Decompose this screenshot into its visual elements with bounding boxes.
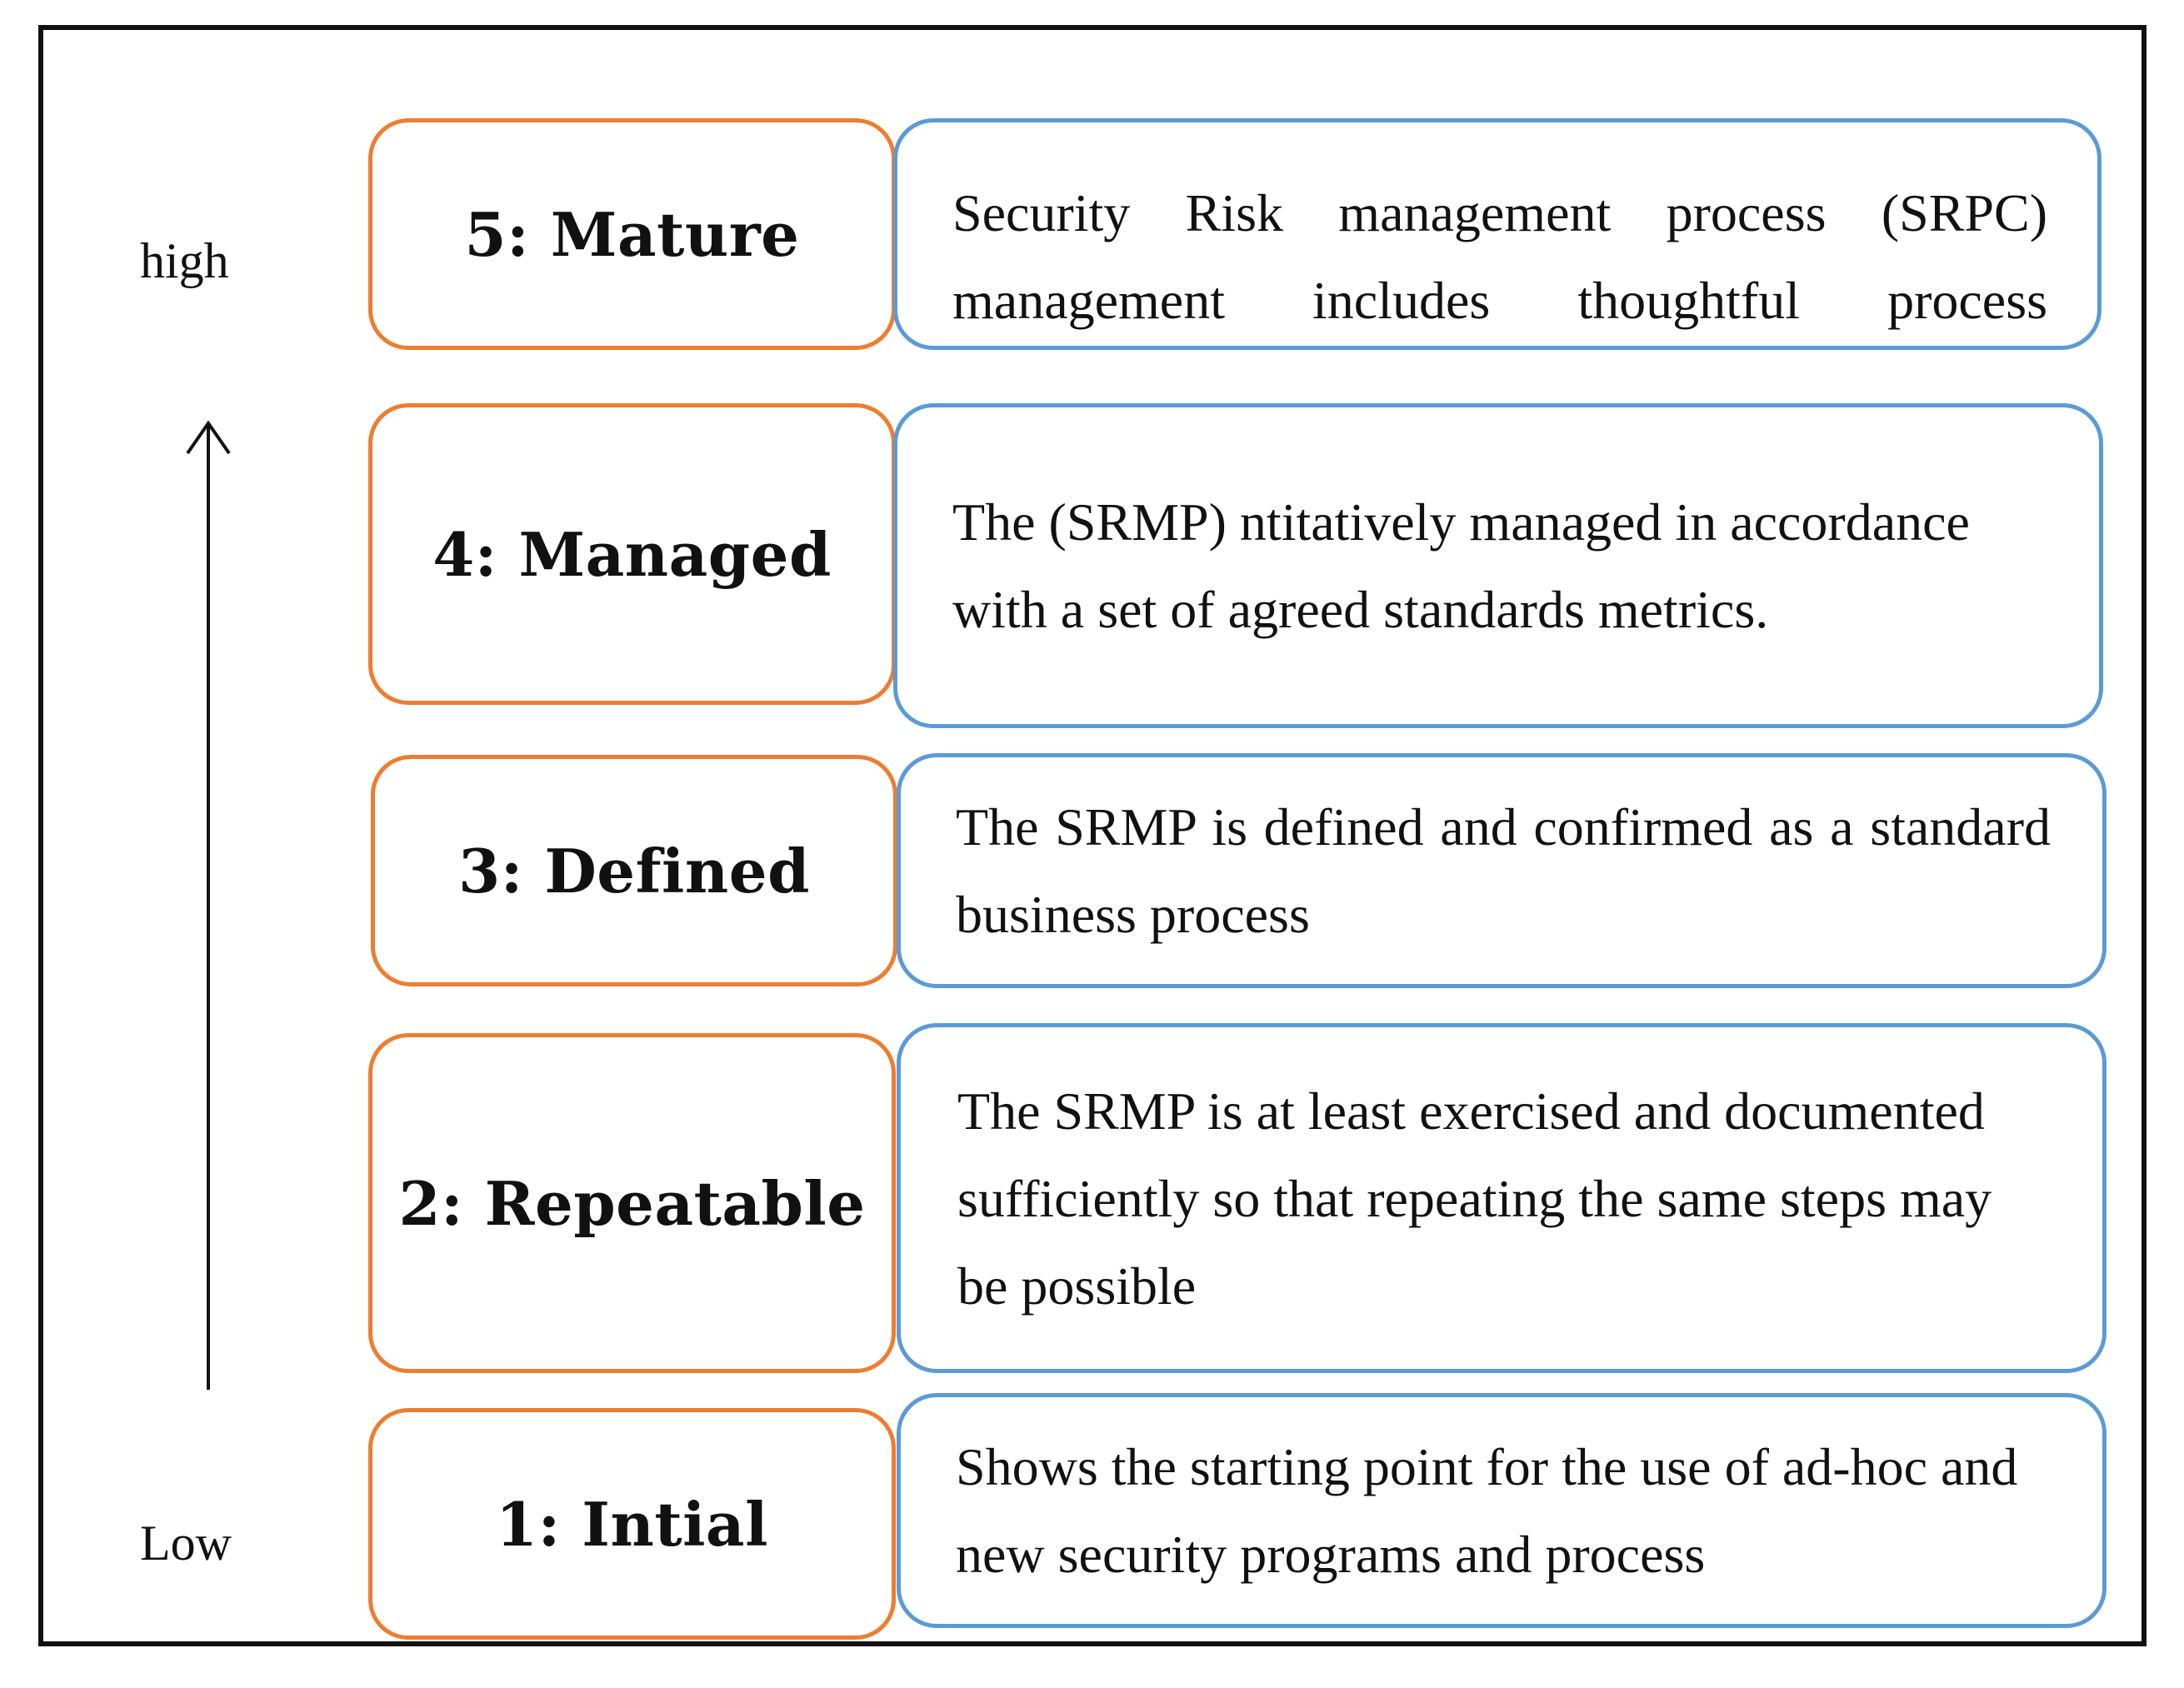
description-text-1: Shows the starting point for the use of …: [956, 1437, 2018, 1584]
level-box-3: 3: Defined: [371, 755, 897, 986]
axis-low-label: Low: [140, 1516, 232, 1571]
description-box-4: The (SRMP) ntitatively managed in accord…: [893, 403, 2103, 728]
description-box-1: Shows the starting point for the use of …: [897, 1393, 2107, 1628]
level-box-4: 4: Managed: [368, 403, 896, 705]
level-label-2: 2: Repeatable: [398, 1167, 866, 1239]
description-text-3: The SRMP is defined and confirmed as a s…: [956, 797, 2051, 944]
description-text-5: Security Risk management process (SRPC) …: [952, 183, 2047, 330]
description-box-3: The SRMP is defined and confirmed as a s…: [897, 753, 2107, 988]
level-label-1: 1: Intial: [496, 1488, 768, 1560]
diagram-frame: [38, 25, 2147, 1646]
description-text-4: The (SRMP) ntitatively managed in accord…: [952, 492, 1970, 639]
description-box-2: The SRMP is at least exercised and docum…: [897, 1023, 2107, 1373]
level-label-4: 4: Managed: [432, 518, 832, 590]
level-box-2: 2: Repeatable: [368, 1033, 896, 1373]
description-box-5: Security Risk management process (SRPC) …: [893, 118, 2102, 350]
level-box-1: 1: Intial: [368, 1408, 896, 1640]
up-arrow-icon: [186, 420, 231, 1390]
level-label-3: 3: Defined: [458, 835, 810, 906]
level-box-5: 5: Mature: [368, 118, 896, 350]
level-label-5: 5: Mature: [464, 198, 800, 270]
description-text-2: The SRMP is at least exercised and docum…: [957, 1081, 1992, 1316]
axis-high-label: high: [140, 233, 229, 288]
